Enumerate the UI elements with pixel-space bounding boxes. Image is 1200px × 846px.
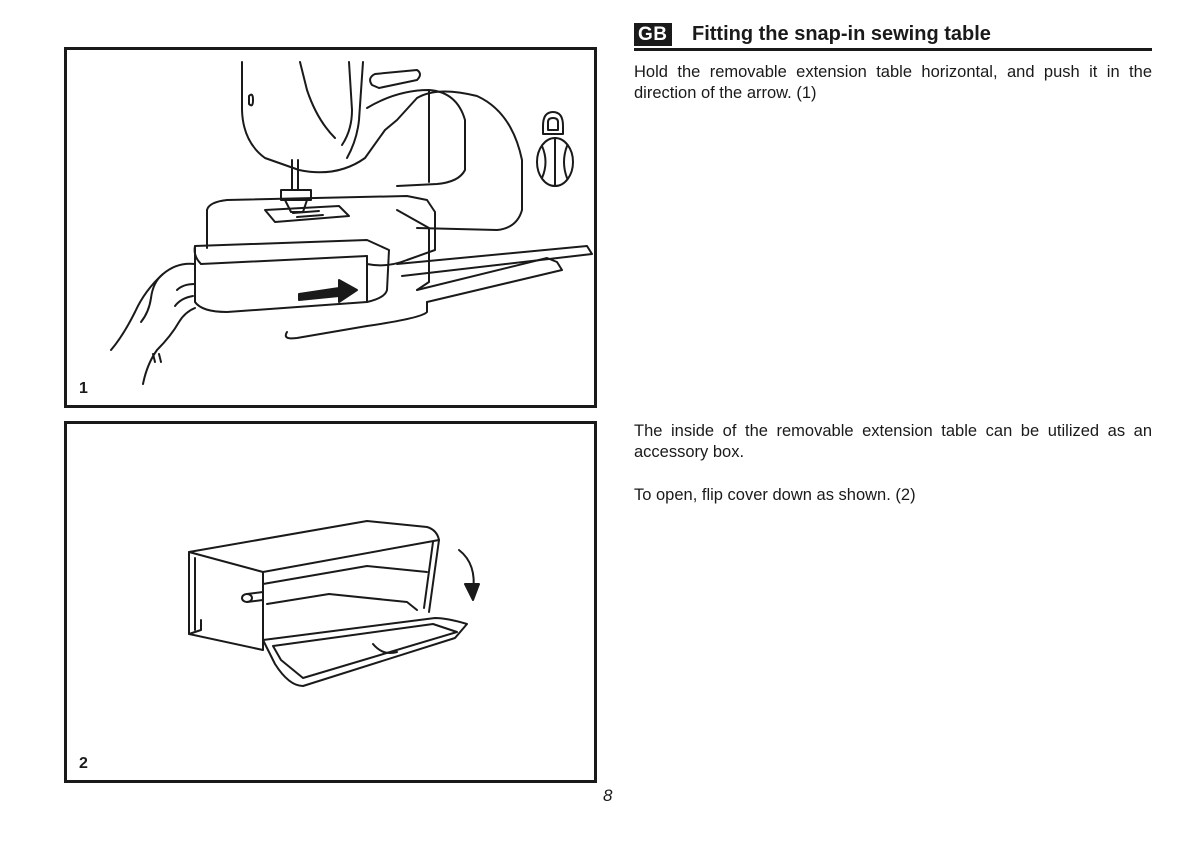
instruction-paragraph: Hold the removable extension table horiz… (634, 63, 1152, 102)
figure-2: 2 (64, 421, 597, 783)
figure-1: 1 (64, 47, 597, 408)
figure-number: 2 (79, 755, 88, 772)
section-heading: GB Fitting the snap-in sewing table (634, 20, 1152, 51)
figure-number: 1 (79, 380, 88, 397)
figure-2-illustration (188, 520, 480, 687)
figure-1-illustration (110, 61, 593, 385)
instruction-paragraph: The inside of the removable extension ta… (634, 422, 1152, 461)
section-title: Fitting the snap-in sewing table (692, 23, 991, 45)
instruction-paragraph: To open, flip cover down as shown. (2) (634, 486, 916, 504)
page-number: 8 (603, 786, 613, 805)
language-badge: GB (634, 23, 672, 46)
